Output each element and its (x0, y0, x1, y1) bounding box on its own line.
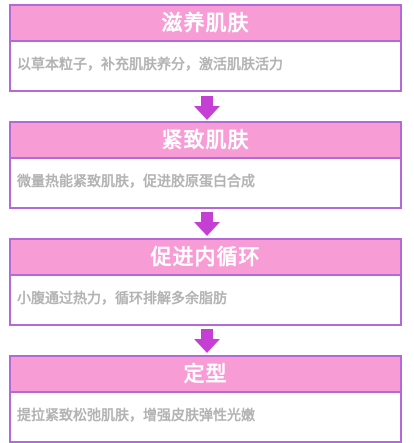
step-description: 以草本粒子，补充肌肤养分，激活肌肤活力 (9, 42, 402, 92)
step-title: 定型 (9, 355, 402, 393)
step-description: 微量热能紧致肌肤，促进胶原蛋白合成 (9, 159, 402, 209)
step-title: 滋养肌肤 (9, 4, 402, 42)
arrow-down-icon (194, 96, 220, 120)
step-description: 小腹通过热力，循环排解多余脂肪 (9, 276, 402, 326)
step-description: 提拉紧致松弛肌肤，增强皮肤弹性光嫩 (9, 393, 402, 443)
step-title: 紧致肌肤 (9, 121, 402, 159)
arrow-down-icon (194, 329, 220, 353)
step-title: 促进内循环 (9, 238, 402, 276)
arrow-down-icon (194, 212, 220, 236)
